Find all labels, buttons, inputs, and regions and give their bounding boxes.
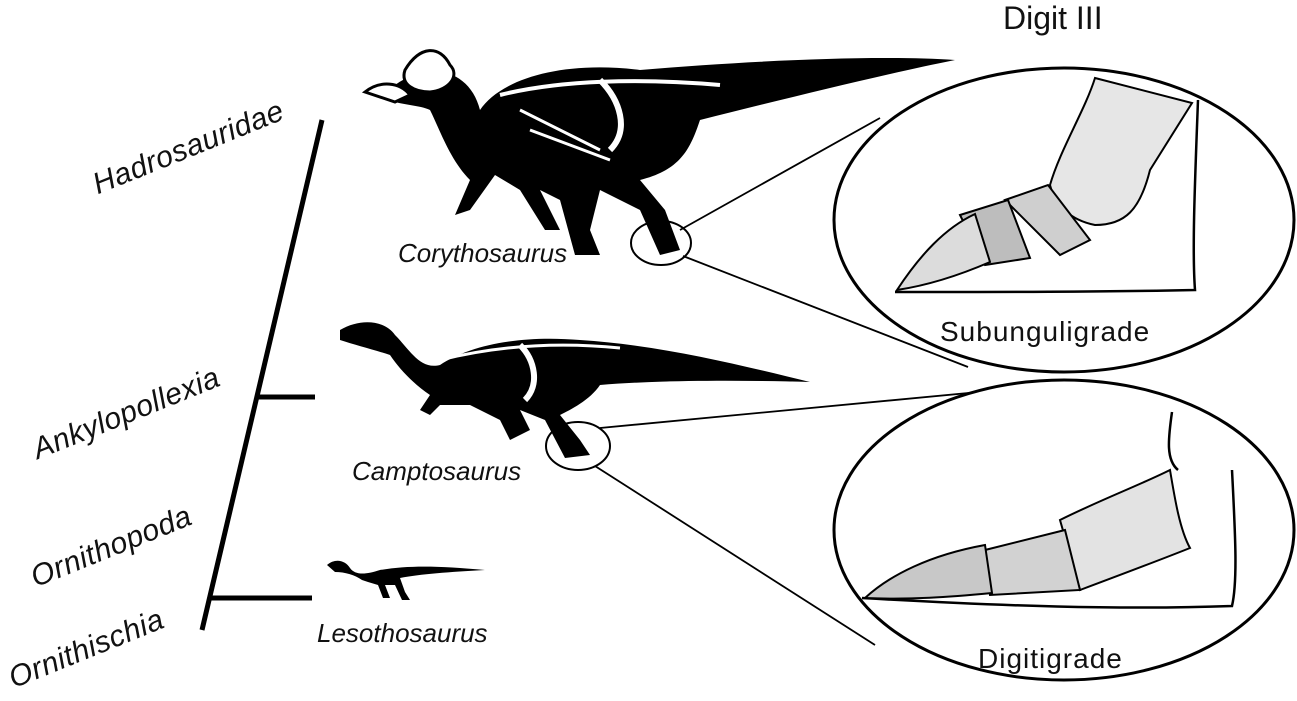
tree-trunk [202,120,322,630]
cladogram-tree [202,120,322,630]
connector-camptosaurus-bottom [595,466,875,645]
taxon-label-lesothosaurus: Lesothosaurus [317,620,488,646]
lesothosaurus-skeleton [327,561,485,600]
inset-label-subunguligrade: Subunguligrade [940,318,1150,346]
digitigrade-inset [834,380,1294,680]
taxon-label-corythosaurus: Corythosaurus [398,240,567,266]
digit-iii-title: Digit III [1003,2,1103,34]
inset-label-digitigrade: Digitigrade [978,645,1123,673]
taxon-label-camptosaurus: Camptosaurus [352,458,521,484]
camptosaurus-skeleton [340,322,810,470]
